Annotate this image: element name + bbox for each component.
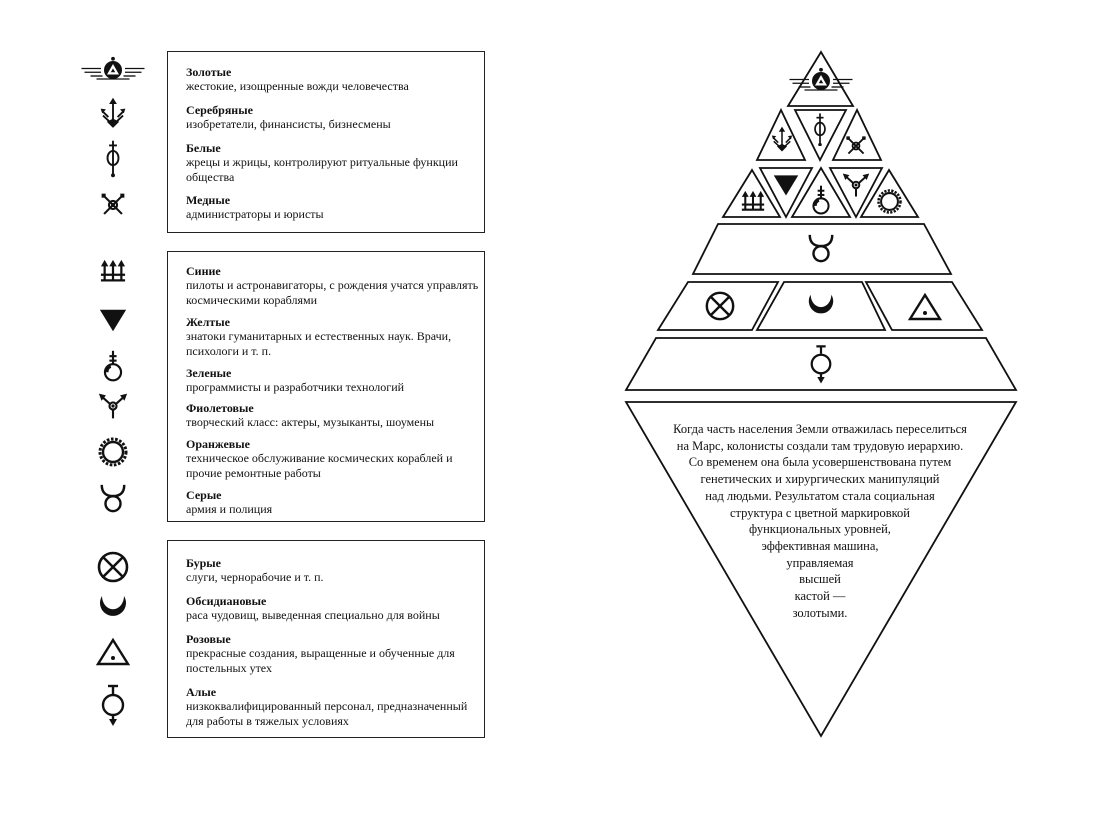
caste-description: раса чудовищ, выведенная специально для …: [186, 608, 440, 622]
caste-description: жестокие, изощренные вожди человечества: [186, 79, 409, 93]
obsidian-crescent-icon: [100, 596, 126, 616]
caption-line: над людьми. Результатом стала социальная: [705, 488, 935, 503]
red-arrow-circle-icon: [101, 684, 125, 727]
gold-winged-triangle-icon: [80, 55, 146, 80]
gold-winged-triangle-icon: [788, 66, 854, 91]
green-circle-icon: [103, 349, 123, 382]
caste-name: Серые: [186, 488, 222, 502]
caste-name: Оранжевые: [186, 437, 250, 451]
violet-arrows-icon: [97, 392, 129, 420]
caste-name: Золотые: [186, 65, 232, 79]
pyramid-tier-pink: [864, 281, 984, 331]
caption-line: функциональных уровней,: [749, 522, 891, 537]
caste-description: пилоты и астронавигаторы, с рождения уча…: [186, 278, 479, 307]
caption-line: структура с цветной маркировкой: [730, 505, 910, 520]
caption-line: кастой —: [794, 589, 846, 604]
pyramid-tier-gray: [691, 223, 953, 275]
pink-triangle-icon: [96, 638, 130, 666]
silver-arrows-icon: [99, 97, 127, 129]
caste-pyramid: [624, 50, 1018, 738]
gray-horns-icon: [100, 483, 126, 513]
caste-name: Розовые: [186, 632, 231, 646]
caption-line: управляемая: [786, 555, 854, 570]
caste-description: прекрасные создания, выращенные и обучен…: [186, 646, 455, 675]
blue-trident-icon: [99, 259, 127, 282]
caste-name: Белые: [186, 141, 221, 155]
caste-description: низкоквалифицированный персонал, предназ…: [186, 699, 468, 728]
caste-description: программисты и разработчики технологий: [186, 380, 405, 394]
caste-name: Бурые: [186, 556, 222, 570]
caption-line: эффективная машина,: [761, 538, 879, 553]
caste-name: Обсидиановые: [186, 594, 267, 608]
caption-line: золотыми.: [792, 605, 848, 620]
blue-trident-icon: [740, 190, 766, 211]
caption-line: высшей: [799, 572, 841, 587]
caption-line: Когда часть населения Земли отважилась п…: [673, 422, 967, 436]
caption-line: генетических и хирургических манипуляций: [700, 472, 940, 487]
caste-description: слуги, чернорабочие и т. п.: [186, 570, 324, 584]
caste-description: администраторы и юристы: [186, 207, 324, 221]
caste-name: Синие: [186, 264, 221, 278]
pyramid-tier-copper: [831, 107, 883, 161]
copper-cross-icon: [100, 192, 126, 215]
caption-line: на Марс, колонисты создали там трудовую …: [676, 438, 964, 453]
caste-name: Алые: [186, 685, 217, 699]
caste-description: армия и полиция: [186, 502, 273, 516]
inverted-caption-triangle: [624, 401, 1018, 738]
caste-name: Серебряные: [186, 103, 253, 117]
caste-name: Зеленые: [186, 366, 232, 380]
caste-description: техническое обслуживание космических кор…: [186, 451, 453, 480]
caste-description: знатоки гуманитарных и естественных наук…: [186, 329, 452, 358]
hierarchy-caption: Когда часть населения Земли отважилась п…: [640, 421, 1000, 621]
pyramid-tier-red: [624, 337, 1018, 391]
caste-name: Фиолетовые: [186, 401, 254, 415]
caste-description: жрецы и жрицы, контролируют ритуальные ф…: [186, 155, 458, 184]
caption-line: Со временем она была усовершенствована п…: [688, 455, 952, 470]
pyramid-tier-brown: [656, 281, 780, 331]
orange-gear-icon: [98, 437, 128, 467]
brown-crossed-circle-icon: [97, 551, 129, 583]
caste-name: Медные: [186, 193, 231, 207]
yellow-triangle-icon: [99, 309, 127, 332]
caste-description: изобретатели, финансисты, бизнесмены: [186, 117, 391, 131]
pyramid-tier-obsidian: [755, 281, 887, 331]
caste-description: творческий класс: актеры, музыканты, шоу…: [186, 415, 435, 429]
caste-name: Желтые: [186, 315, 230, 329]
pyramid-tier-silver: [755, 107, 807, 161]
white-staff-icon: [106, 139, 120, 178]
